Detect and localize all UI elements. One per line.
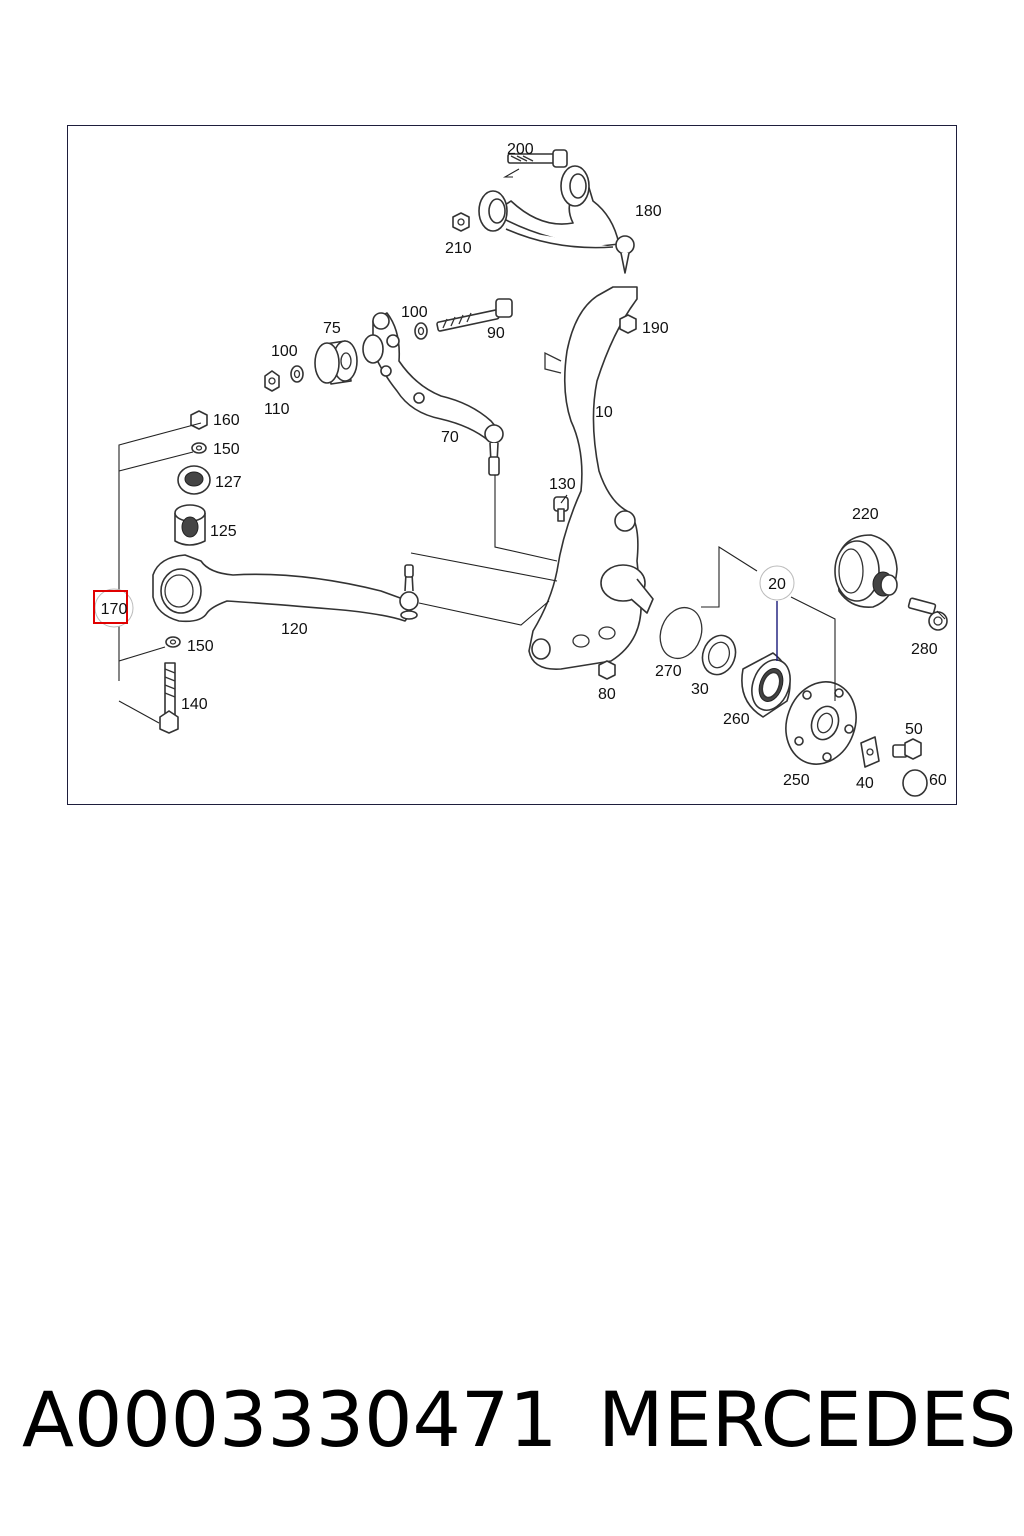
callout-210: 210 — [445, 240, 472, 257]
callout-20-circle: 20 — [759, 565, 795, 601]
washer-part — [290, 365, 304, 383]
callout-170-highlight: 170 — [93, 588, 134, 628]
callout-170: 170 — [101, 601, 128, 618]
bolt-part — [159, 662, 179, 734]
callout-260: 260 — [723, 711, 750, 728]
washer-part — [191, 442, 207, 454]
bushing-part — [174, 504, 206, 546]
callout-140: 140 — [181, 696, 208, 713]
callout-150: 150 — [213, 441, 240, 458]
bolt-part — [553, 496, 569, 522]
callout-127: 127 — [215, 474, 242, 491]
callout-80: 80 — [598, 686, 616, 703]
lower-control-arm-part — [152, 554, 419, 623]
callout-250: 250 — [783, 772, 810, 789]
callout-labels: 200 180 210 100 90 75 190 100 110 10 70 … — [181, 141, 947, 792]
clip-part — [860, 736, 880, 768]
callout-220: 220 — [852, 506, 879, 523]
callout-190: 190 — [642, 320, 669, 337]
washer-part — [165, 636, 181, 648]
cap-part — [902, 769, 928, 797]
upper-control-arm-part — [478, 165, 635, 274]
dust-shield-part — [834, 534, 898, 608]
callout-180: 180 — [635, 203, 662, 220]
callout-20: 20 — [768, 576, 786, 593]
callout-125: 125 — [210, 523, 237, 540]
callout-60: 60 — [929, 772, 947, 789]
snap-ring-part — [659, 606, 703, 660]
seal-part — [701, 634, 737, 676]
brand-name: MERCEDES — [598, 1375, 1017, 1464]
lower-link-part — [362, 312, 504, 476]
steering-knuckle-part — [528, 286, 654, 670]
callout-10: 10 — [595, 404, 613, 421]
nut-part — [619, 314, 637, 334]
callout-75: 75 — [323, 320, 341, 337]
callout-110: 110 — [264, 401, 290, 418]
bushing-part — [314, 340, 358, 385]
bolt-part — [436, 298, 513, 332]
callout-160: 160 — [213, 412, 240, 429]
callout-100: 100 — [401, 304, 428, 321]
parts-diagram-frame: 200 180 210 100 90 75 190 100 110 10 70 … — [67, 125, 957, 805]
front-suspension-exploded-diagram: 200 180 210 100 90 75 190 100 110 10 70 … — [93, 141, 948, 797]
bolt-part — [892, 738, 922, 760]
nut-part — [598, 660, 616, 680]
wheel-bearing-part — [741, 652, 791, 718]
part-number: A0003330471 — [22, 1375, 558, 1464]
callout-280: 280 — [911, 641, 938, 658]
washer-part — [414, 322, 428, 340]
nut-part — [190, 410, 208, 430]
bushing-part — [177, 465, 211, 495]
callout-40: 40 — [856, 775, 874, 792]
callout-200: 200 — [507, 141, 534, 158]
bolt-part — [507, 149, 568, 168]
callout-70: 70 — [441, 429, 459, 446]
nut-part — [264, 370, 280, 392]
callout-130: 130 — [549, 476, 576, 493]
callout-100: 100 — [271, 343, 298, 360]
callout-50: 50 — [905, 721, 923, 738]
nut-part — [452, 212, 470, 232]
wheel-hub-part — [785, 681, 857, 765]
callout-120: 120 — [281, 621, 308, 638]
highlight-box — [93, 590, 128, 624]
bolt-part — [907, 597, 948, 631]
callout-90: 90 — [487, 325, 505, 342]
footer: A0003330471 MERCEDES — [22, 1370, 1016, 1470]
callout-270: 270 — [655, 663, 682, 680]
callout-150: 150 — [187, 638, 214, 655]
callout-30: 30 — [691, 681, 709, 698]
